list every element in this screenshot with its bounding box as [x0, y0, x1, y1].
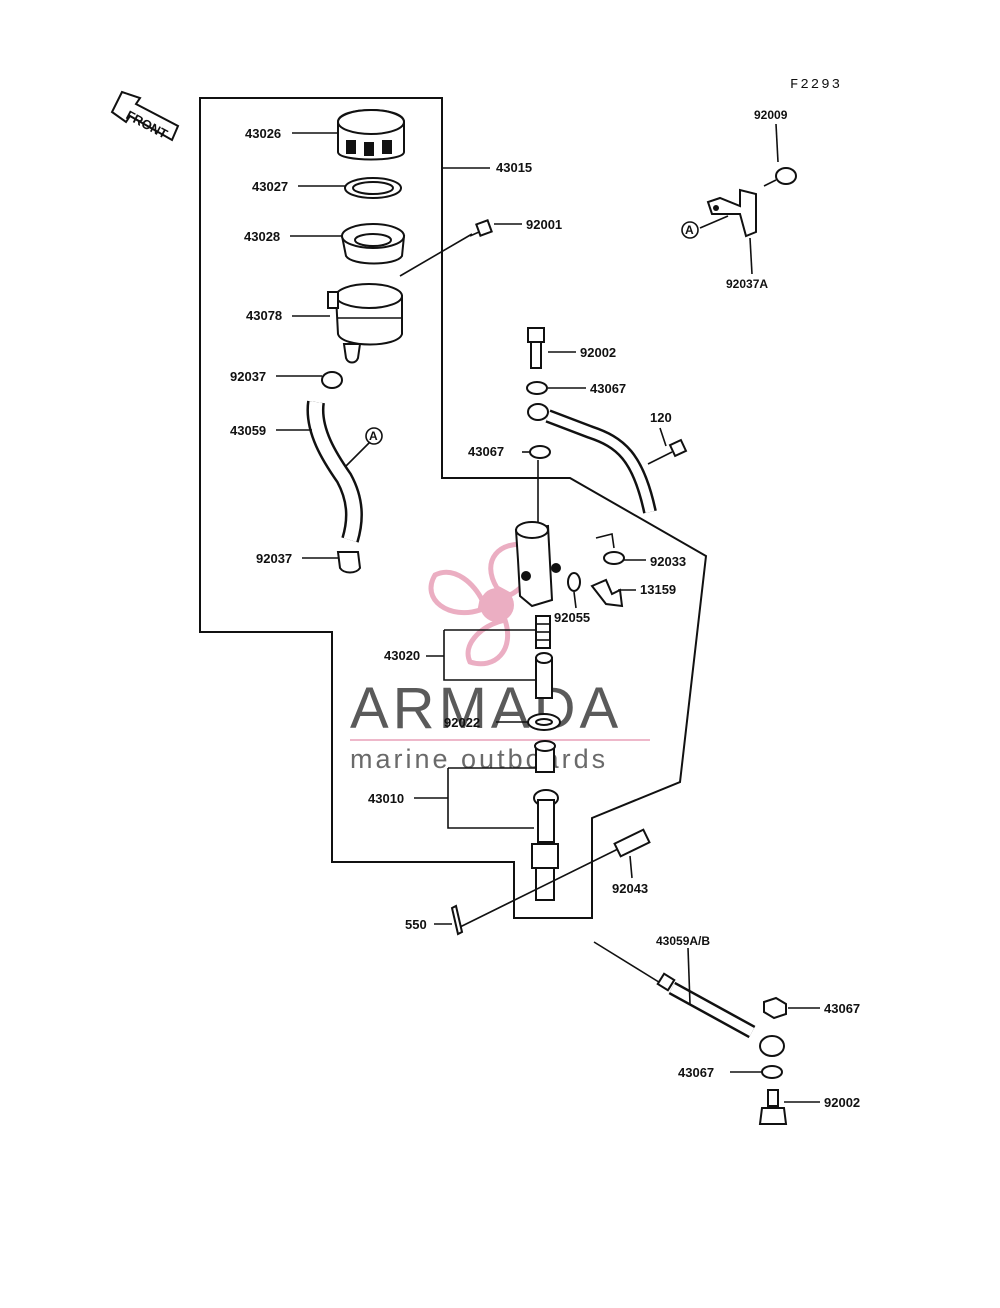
- label-92022: 92022: [444, 715, 480, 730]
- label-43078: 43078: [246, 308, 282, 323]
- circlip-92022: [527, 713, 561, 731]
- washer-43067-mid: [529, 445, 551, 459]
- label-92002-top: 92002: [580, 345, 616, 360]
- reservoir-43078: [327, 283, 403, 364]
- label-43067-mid: 43067: [468, 444, 504, 459]
- label-43015: 43015: [496, 160, 532, 175]
- clamp-92037-bottom: [336, 551, 362, 574]
- label-43020: 43020: [384, 648, 420, 663]
- label-92055: 92055: [554, 610, 590, 625]
- bracket-92037A: [706, 188, 757, 238]
- screw-92001: [469, 219, 493, 237]
- svg-text:A: A: [369, 429, 378, 443]
- label-43067-right: 43067: [824, 1001, 860, 1016]
- label-92037-top: 92037: [230, 369, 266, 384]
- label-92037-bottom: 92037: [256, 551, 292, 566]
- plate-43027: [344, 177, 402, 199]
- svg-text:A: A: [685, 223, 694, 237]
- push-rod-43010: [531, 789, 559, 901]
- reference-mark-a-right: A: [681, 221, 699, 239]
- master-cylinder-body: [514, 521, 561, 608]
- watermark-logo: ARMADA marine outboards: [350, 541, 650, 774]
- label-43067-low: 43067: [678, 1065, 714, 1080]
- washer-43067-low: [761, 1065, 783, 1079]
- piston-43020: [535, 652, 553, 699]
- label-43027: 43027: [252, 179, 288, 194]
- label-43010: 43010: [368, 791, 404, 806]
- label-13159: 13159: [640, 582, 676, 597]
- banjo-bolt-92002-bottom: [758, 1089, 788, 1125]
- label-550: 550: [405, 917, 427, 932]
- label-43026: 43026: [245, 126, 281, 141]
- label-92033: 92033: [650, 554, 686, 569]
- boot-43010: [534, 740, 556, 773]
- diaphragm-43028: [340, 223, 406, 265]
- cotter-pin-550: [450, 904, 464, 936]
- front-arrow-icon: FRONT: [110, 90, 180, 142]
- o-ring-92055: [567, 572, 581, 592]
- figure-code: F2293: [790, 77, 842, 93]
- label-43059AB: 43059A/B: [656, 934, 710, 948]
- label-92002-bottom: 92002: [824, 1095, 860, 1110]
- leader-lines: [276, 123, 820, 1103]
- label-43028: 43028: [244, 229, 280, 244]
- hose-43059: [306, 400, 363, 543]
- brake-hose-upper: [527, 403, 657, 514]
- washer-43067-right: [763, 996, 787, 1020]
- label-92037A: 92037A: [726, 277, 768, 291]
- label-92009: 92009: [754, 108, 788, 122]
- banjo-bolt-92002-top: [527, 327, 545, 369]
- front-label: FRONT: [124, 107, 171, 141]
- washer-92033: [595, 533, 625, 565]
- label-43067-top: 43067: [590, 381, 626, 396]
- bolt-120: [647, 438, 688, 465]
- watermark-subtitle: marine outboards: [350, 744, 608, 774]
- label-92043: 92043: [612, 881, 648, 896]
- label-92001: 92001: [526, 217, 562, 232]
- clamp-92037-top: [321, 371, 343, 389]
- reference-mark-a-left: A: [365, 427, 383, 445]
- pin-92043: [457, 828, 651, 929]
- label-120: 120: [650, 410, 672, 425]
- elbow-fitting-13159: [590, 578, 624, 608]
- reservoir-group-outline: [199, 97, 708, 919]
- washer-43067-top: [526, 381, 548, 395]
- reservoir-cap-43026: [337, 109, 405, 161]
- label-43059: 43059: [230, 423, 266, 438]
- watermark-title: ARMADA: [350, 676, 622, 741]
- brake-hose-43059AB: [593, 941, 785, 1057]
- bolt-92009: [763, 167, 797, 187]
- spring-43020: [535, 615, 551, 649]
